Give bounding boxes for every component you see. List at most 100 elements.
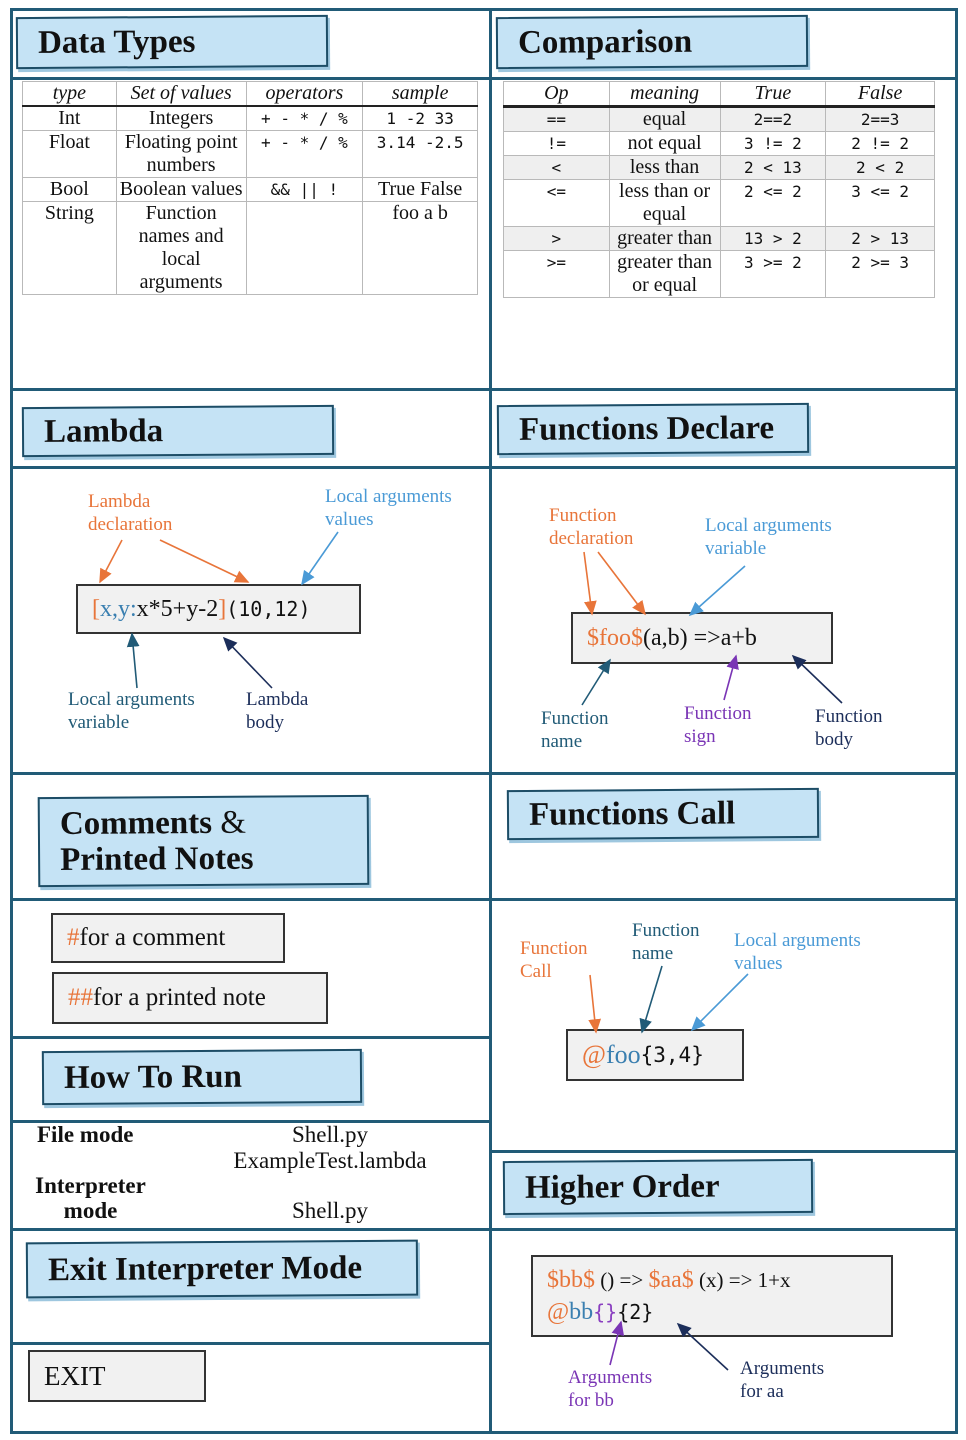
cell: greater than [608,226,721,251]
cell: 2 > 13 [825,226,935,251]
table-row: == equal 2==2 2==3 [503,106,935,132]
divider-higher [490,1228,958,1231]
data-types-title: Data Types [15,14,329,70]
higher-order-title-text: Higher Order [524,1168,720,1206]
cell: foo a b [362,201,478,295]
call-at-sign: @ [582,1040,606,1069]
function-body-code: a+b [720,624,757,651]
cell: > [503,226,610,251]
cell: 2==3 [825,106,935,132]
interpreter-mode-cmd: Shell.py [291,1198,369,1223]
aa-call-args: {2} [617,1300,654,1324]
bb-declaration: $bb$ [547,1267,595,1293]
cell: 2 >= 3 [825,250,935,298]
lambda-args: x,y [100,595,130,622]
divider-howto-top [10,1036,490,1039]
cell: 3.14 -2.5 [362,130,478,178]
divider-comments [10,898,958,901]
cell: Float [22,130,117,178]
note-mark: ## [68,984,93,1011]
divider-howto [10,1120,490,1123]
function-name-code: $foo$ [587,624,643,651]
cell: 2 <= 2 [719,179,827,227]
function-name-label: Function name [541,708,609,752]
divider-top-left [10,77,490,80]
comparison-table: Op meaning True False == equal 2==2 2==3… [503,81,935,298]
cell: 3 >= 2 [719,250,827,298]
ampersand: & [220,804,247,841]
exit-command: EXIT [44,1360,106,1391]
cell: + - * / % [245,105,364,131]
function-sign-code: (a,b) => [643,624,721,651]
comments-title-line2: Printed Notes [60,840,254,879]
printed-note-box: ##for a printed note [52,972,328,1024]
lambda-body-label: Lambda body [246,689,309,733]
file-mode-cmd2: ExampleTest.lambda [233,1148,427,1173]
cell: Integers [115,105,247,131]
comments-title: Comments & Printed Notes [37,794,370,888]
lambda-code-box: [x,y: x*5+y-2](10,12) [76,584,361,634]
cell: Floating point numbers [115,130,247,178]
divider-row3 [10,772,958,775]
divider-higher-top [490,1150,958,1153]
center-divider [489,8,492,1434]
comparison-title: Comparison [495,14,809,70]
cell: 13 > 2 [719,226,827,251]
note-text: for a printed note [93,984,266,1011]
cell: == [503,106,610,132]
lambda-title: Lambda [21,404,335,458]
exit-title-text: Exit Interpreter Mode [47,1249,363,1288]
exit-command-box: EXIT [28,1350,206,1402]
lambda-close-bracket: ] [218,595,227,622]
higher-order-line1: $bb$ () => $aa$ (x) => 1+x [547,1264,791,1296]
header-op: Op [503,81,610,108]
header-true: True [719,81,827,108]
exit-title: Exit Interpreter Mode [25,1239,419,1299]
header-operators: operators [245,81,364,107]
function-declaration-label: Function declaration [549,505,634,549]
comments-title-word: Comments [59,804,213,843]
divider-row2 [10,388,958,391]
lambda-declaration-label: Lambda declaration [88,491,173,535]
arguments-for-aa-label: Arguments for aa [740,1358,825,1402]
header-meaning: meaning [608,81,721,108]
file-mode-label: File mode [37,1122,134,1147]
cell: Function names and local arguments [115,201,247,295]
cell: 3 <= 2 [825,179,935,227]
cell: Int [22,105,117,131]
how-to-run-title-text: How To Run [63,1058,243,1096]
bb-sign: () => [595,1268,649,1292]
comment-mark: # [67,924,80,951]
comment-box: #for a comment [51,913,285,963]
table-header-row: Op meaning True False [503,81,935,108]
table-row: < less than 2 < 13 2 < 2 [503,155,935,180]
arguments-for-bb-label: Arguments for bb [568,1367,653,1411]
lambda-variable-label: Local arguments variable [68,689,195,733]
cell: less than or equal [608,179,721,227]
call-args: {3,4} [640,1043,704,1067]
cell: 2 < 13 [719,155,827,180]
cell: 1 -2 33 [362,105,478,131]
interpreter-mode-label-2: mode [63,1198,118,1223]
higher-order-code-box: $bb$ () => $aa$ (x) => 1+x @bb{}{2} [531,1255,893,1337]
table-row: Bool Boolean values && || ! True False [22,177,478,202]
table-row: > greater than 13 > 2 2 > 13 [503,226,935,251]
cell: >= [503,250,610,298]
cell: not equal [608,131,721,156]
higher-order-line2: @bb{}{2} [547,1296,653,1328]
file-mode-cmd1: Shell.py [291,1122,369,1147]
functions-call-title: Functions Call [506,787,820,841]
bb-call-empty-args: {} [593,1300,618,1324]
data-types-table: type Set of values operators sample Int … [22,81,478,295]
higher-order-title: Higher Order [502,1158,814,1216]
function-call-name-label: Function name [632,920,700,964]
cell: Bool [22,177,117,202]
cell: 3 != 2 [719,131,827,156]
cell: equal [608,106,721,132]
lambda-values-label: Local arguments values [325,486,452,530]
header-type: type [22,81,117,107]
functions-declare-title: Functions Declare [496,402,810,456]
interpreter-mode-label-1: Interpreter [35,1173,146,1198]
function-declare-code-box: $foo$ (a,b) => a+b [571,612,833,664]
divider-exit [10,1342,490,1345]
